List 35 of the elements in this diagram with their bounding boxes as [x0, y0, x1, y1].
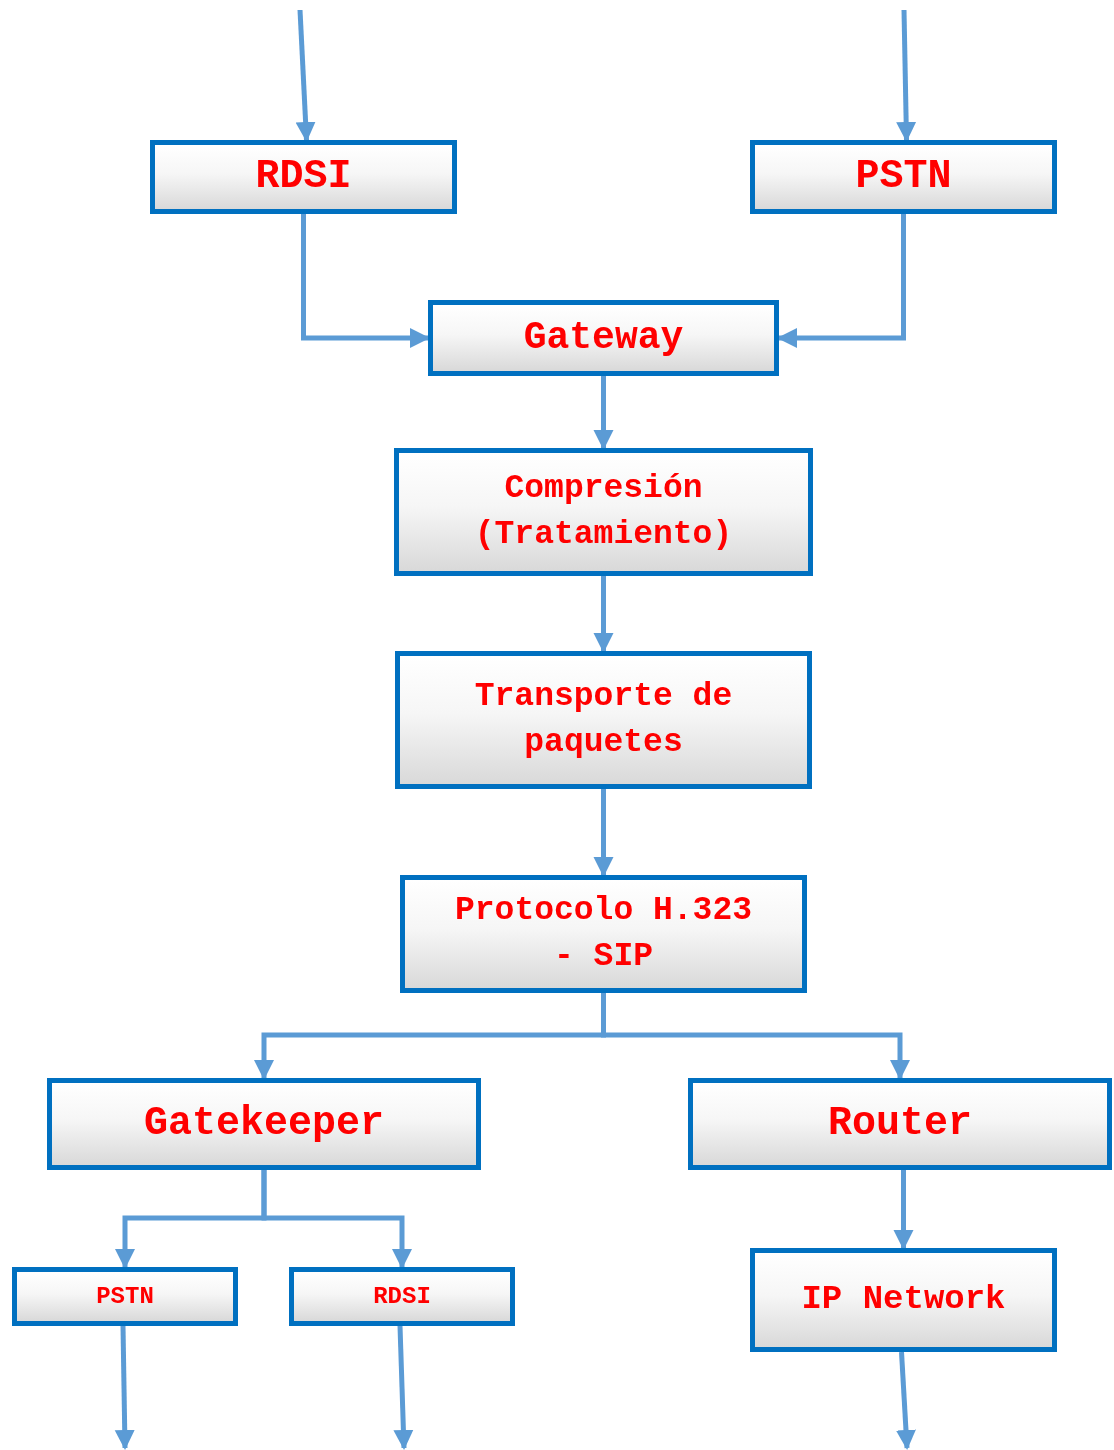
box-label: Transporte de paquetes	[473, 676, 734, 763]
arrow	[893, 1170, 914, 1250]
process-box	[750, 140, 1057, 214]
process-box	[750, 1248, 1057, 1352]
arrow	[393, 1325, 414, 1450]
box-label: Compresión (Tratamiento)	[473, 468, 734, 555]
process-box	[150, 140, 457, 214]
arrow	[301, 214, 430, 348]
arrow	[593, 576, 614, 653]
process-box	[395, 651, 812, 789]
box-label: PSTN	[855, 153, 952, 201]
box-label: RDSI	[373, 1281, 431, 1312]
arrow	[896, 9, 917, 142]
arrow	[896, 1351, 916, 1450]
box-label: Gateway	[523, 315, 684, 362]
process-box	[12, 1267, 238, 1326]
box-label: RDSI	[255, 153, 352, 201]
box-label: PSTN	[96, 1281, 154, 1312]
process-box	[428, 300, 779, 376]
box-label: Protocolo H.323 - SIP	[453, 890, 754, 977]
arrow	[114, 1325, 135, 1450]
process-box	[289, 1267, 515, 1326]
arrow	[261, 1170, 412, 1269]
arrow	[593, 376, 614, 450]
arrow	[777, 214, 906, 348]
arrow	[593, 789, 614, 877]
arrow	[601, 993, 910, 1080]
arrow	[295, 9, 316, 142]
process-box	[47, 1078, 481, 1170]
box-label: Router	[828, 1100, 972, 1148]
box-label: Gatekeeper	[143, 1100, 384, 1148]
process-box	[688, 1078, 1112, 1170]
process-box	[400, 875, 807, 993]
box-label: IP Network	[801, 1279, 1006, 1321]
process-box	[394, 448, 813, 576]
